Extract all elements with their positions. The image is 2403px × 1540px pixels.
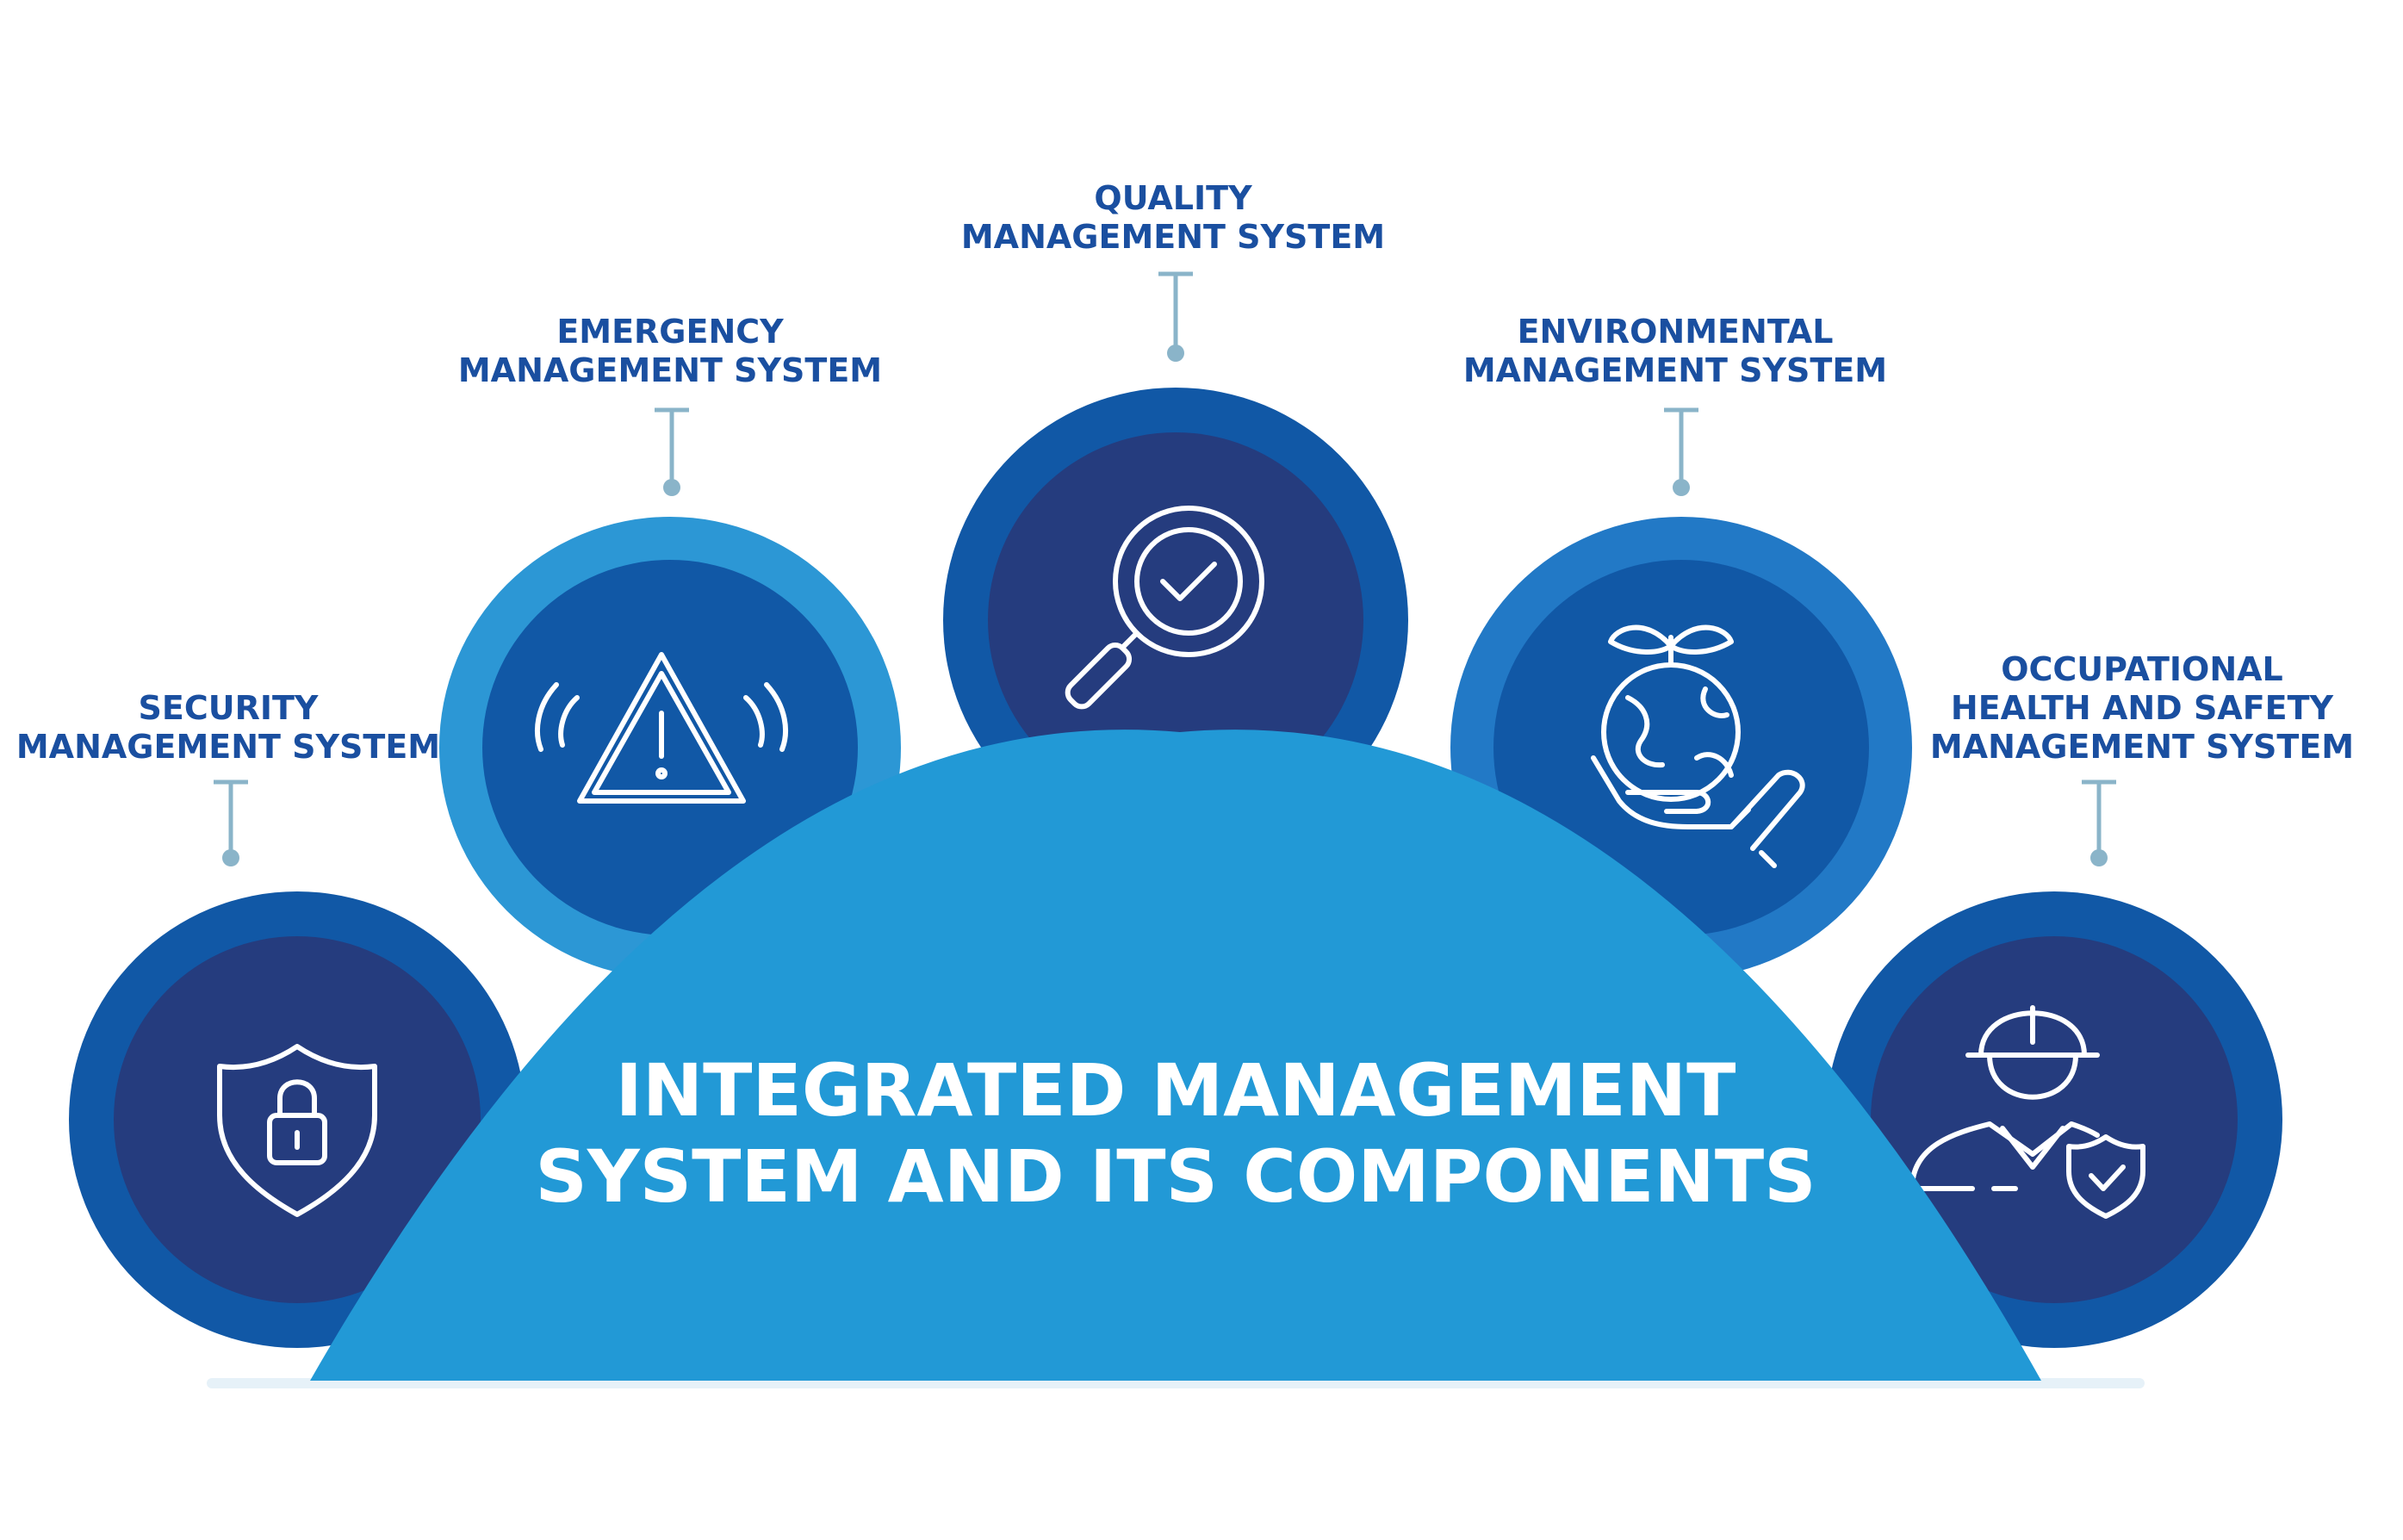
environmental-label-line-1: ENVIRONMENTAL (1518, 313, 1834, 351)
environmental-label: ENVIRONMENTAL MANAGEMENT SYSTEM (1463, 313, 1887, 389)
security-connector (214, 779, 248, 866)
ohs-connector (2082, 779, 2116, 866)
environmental-label-line-2: MANAGEMENT SYSTEM (1463, 351, 1887, 389)
warning-triangle-icon (535, 652, 788, 804)
emergency-connector (655, 407, 689, 496)
ohs-inner-circle (1871, 936, 2238, 1303)
center-title-line-2: SYSTEM AND ITS COMPONENTS (535, 1134, 1816, 1219)
quality-inner-circle (988, 432, 1363, 808)
ohs-label: OCCUPATIONAL HEALTH AND SAFETY MANAGEMEN… (1930, 650, 2354, 766)
ohs-label-line-3: MANAGEMENT SYSTEM (1930, 728, 2354, 766)
emergency-inner-circle (482, 560, 858, 935)
quality-label: QUALITY MANAGEMENT SYSTEM (961, 179, 1385, 256)
center-title-line-1: INTEGRATED MANAGEMENT (616, 1048, 1736, 1133)
ohs-label-line-1: OCCUPATIONAL (2001, 650, 2283, 688)
security-inner-circle (114, 936, 481, 1303)
ohs-label-line-2: HEALTH AND SAFETY (1951, 689, 2334, 727)
security-label-line-2: MANAGEMENT SYSTEM (16, 728, 440, 766)
security-label: SECURITY MANAGEMENT SYSTEM (16, 689, 440, 766)
shield-lock-icon (217, 1044, 377, 1217)
emergency-label-line-1: EMERGENCY (556, 313, 784, 351)
magnifier-check-icon (1065, 506, 1264, 710)
quality-label-line-1: QUALITY (1094, 179, 1252, 217)
center-dome (310, 730, 2041, 1381)
worker-shield-icon (1909, 1005, 2145, 1219)
quality-label-line-2: MANAGEMENT SYSTEM (961, 218, 1385, 256)
emergency-label: EMERGENCY MANAGEMENT SYSTEM (458, 313, 882, 389)
quality-connector (1158, 271, 1193, 362)
globe-hand-icon (1591, 624, 1805, 868)
emergency-label-line-2: MANAGEMENT SYSTEM (458, 351, 882, 389)
security-label-line-1: SECURITY (139, 689, 319, 727)
environmental-connector (1664, 407, 1698, 496)
